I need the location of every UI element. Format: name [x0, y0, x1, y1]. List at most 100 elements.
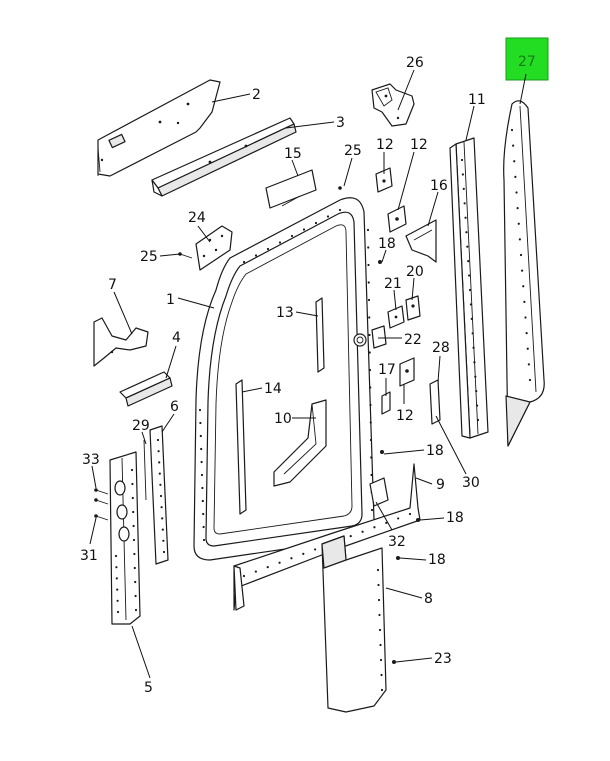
rivet-dot [377, 583, 380, 587]
rivet-dot [199, 434, 202, 438]
callout-33: 33 [82, 452, 100, 468]
rivet-dot [369, 386, 372, 389]
rivet-dot [523, 300, 526, 303]
rivet-dot [373, 526, 376, 529]
rivet-dot [134, 608, 138, 612]
part-18-23-screws [378, 260, 420, 664]
rivet-dot [524, 316, 527, 319]
callout-17: 17 [378, 362, 396, 378]
rivet-dot [471, 332, 474, 335]
part-15-plate [265, 169, 317, 209]
callout-9: 9 [436, 477, 445, 493]
rivet-dot [201, 486, 204, 490]
callout-12-a: 12 [376, 137, 394, 153]
rivet-dot [367, 281, 370, 284]
rivet-dot [162, 550, 166, 554]
part-27-trim [503, 100, 545, 447]
rivet-dot [202, 538, 206, 542]
rivet-dot [201, 499, 204, 503]
rivet-dot [200, 473, 204, 477]
rivet-dot [133, 566, 136, 570]
rivet-dot [116, 599, 119, 602]
callout-1: 1 [166, 292, 175, 308]
rivet-dot [462, 187, 465, 190]
rivet-dot [370, 473, 373, 477]
rivet-dot [242, 574, 246, 578]
callout-15: 15 [284, 146, 302, 162]
callout-18-d: 18 [428, 552, 446, 568]
rivet-dot [378, 628, 382, 632]
rivet-dot [474, 375, 477, 378]
rivet-dot [469, 303, 472, 306]
rivet-dot [366, 228, 370, 232]
rivet-dot [116, 588, 119, 591]
rivet-dot [476, 404, 479, 407]
part-21-20-latch-brackets [371, 295, 421, 349]
rivet-dot [380, 673, 383, 677]
rivet-dot [132, 510, 135, 514]
rivet-dot [369, 421, 372, 424]
rivet-dot [266, 566, 269, 569]
part-16-bracket [405, 219, 437, 263]
rivet-dot [254, 570, 257, 573]
part-6-strip [149, 425, 169, 565]
rivet-dot [158, 472, 161, 475]
part-9-sill [233, 463, 421, 611]
callout-10: 10 [274, 411, 292, 427]
leader-lines [89, 69, 527, 679]
part-32-bracket [369, 477, 389, 507]
callout-30: 30 [462, 475, 480, 491]
rivet-dot [132, 524, 135, 528]
rivet-dot [199, 421, 202, 425]
callout-18-b: 18 [426, 443, 444, 459]
rivet-dot [397, 517, 400, 520]
part-13-strip [315, 297, 325, 373]
rivet-dot [290, 557, 293, 560]
callout-13: 13 [276, 305, 294, 321]
rivet-dot [361, 530, 364, 533]
rivet-dot [521, 269, 524, 272]
callout-27-highlight[interactable] [505, 37, 549, 81]
rivet-dot [367, 298, 371, 302]
rivet-dot [519, 253, 523, 257]
rivet-dot [200, 447, 203, 451]
rivet-dot [370, 456, 373, 459]
rivet-dot [278, 561, 281, 564]
callout-18-a: 18 [378, 236, 396, 252]
part-26-bracket [371, 83, 415, 127]
rivet-dot [466, 245, 469, 248]
part-7-bracket [93, 317, 149, 367]
rivet-dot [475, 390, 478, 393]
rivet-dot [158, 461, 161, 464]
rivet-dot [460, 158, 464, 162]
rivet-dot [200, 460, 203, 464]
rivet-dot [385, 521, 388, 524]
callout-25-a: 25 [344, 143, 362, 159]
rivet-dot [518, 238, 521, 241]
callout-23: 23 [434, 651, 452, 667]
callout-27[interactable]: 27 [518, 54, 536, 70]
rivet-dot [379, 658, 383, 662]
callout-24: 24 [188, 210, 206, 226]
callout-8: 8 [424, 591, 433, 607]
rivet-dot [376, 568, 380, 572]
rivet-dot [368, 316, 371, 319]
rivet-dot [302, 228, 306, 231]
rivet-dot [467, 260, 470, 263]
rivet-dot [338, 208, 342, 212]
rivet-dot [161, 517, 164, 520]
callout-12-b: 12 [410, 137, 428, 153]
callout-32: 32 [388, 534, 406, 550]
callout-11: 11 [468, 92, 486, 108]
rivet-dot [254, 254, 258, 257]
callout-29: 29 [132, 418, 150, 434]
rivet-dot [525, 332, 528, 335]
rivet-dot [528, 378, 532, 382]
rivet-dot [476, 418, 480, 422]
rivet-dot [468, 288, 472, 292]
rivet-dot [162, 539, 165, 542]
callout-labels: 2 3 26 27 11 12 12 15 25 16 24 25 18 7 1… [80, 54, 536, 696]
rivet-dot [159, 494, 163, 498]
rivet-dot [515, 191, 518, 194]
rivet-dot [369, 438, 373, 442]
